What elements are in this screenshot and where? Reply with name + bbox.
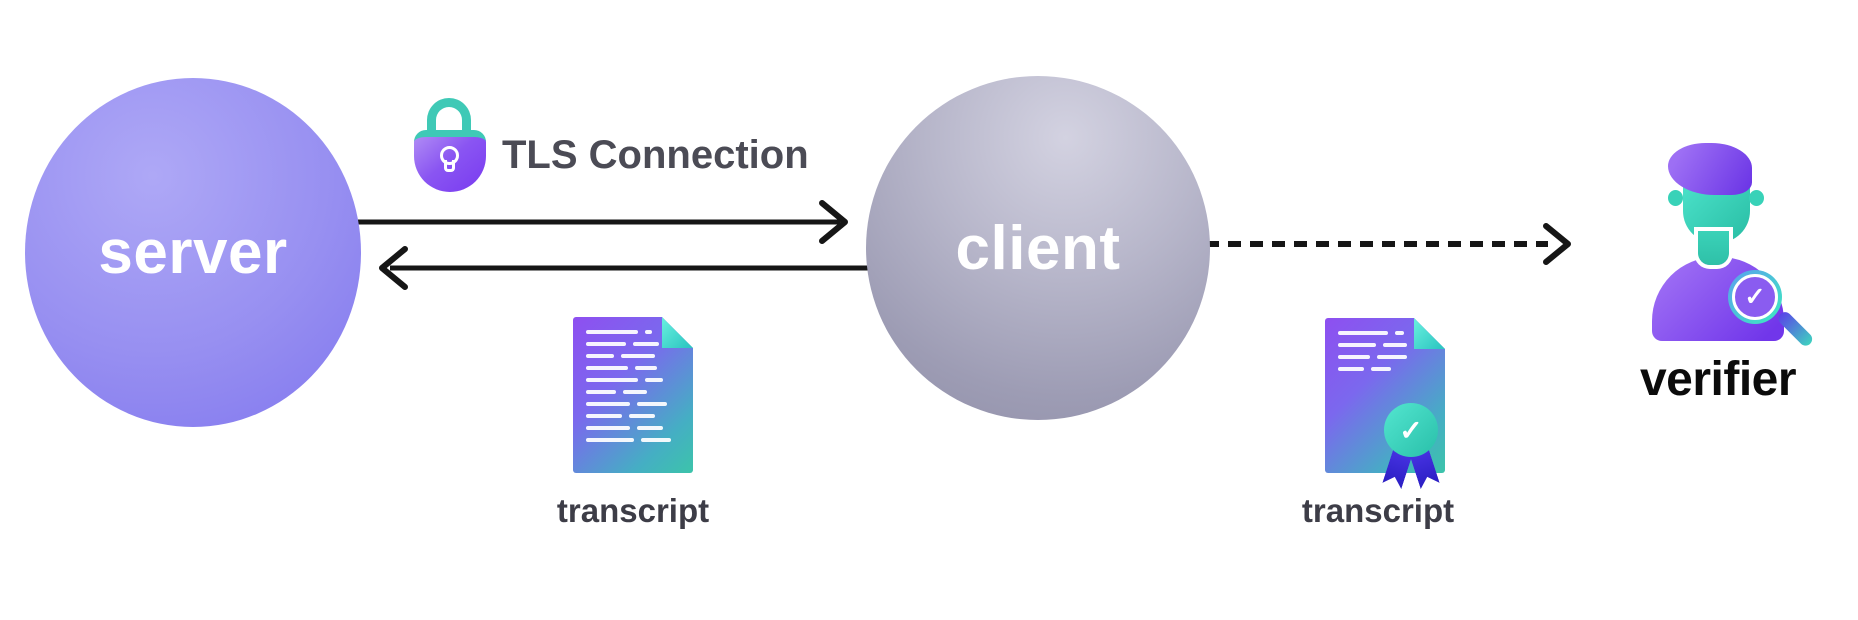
transcript-label-right: transcript (1301, 492, 1455, 529)
person-ear-right (1749, 190, 1764, 206)
client-node: client (866, 76, 1210, 420)
server-node-label: server (98, 218, 288, 287)
tls-connection-label: TLS Connection (502, 133, 809, 177)
tls-request-arrow (348, 200, 848, 244)
tls-response-arrow (379, 246, 878, 290)
person-neck (1698, 231, 1729, 265)
lock-shackle (427, 98, 471, 144)
seal-check-icon: ✓ (1384, 403, 1438, 457)
ribbon-seal-icon: ✓ (1384, 403, 1438, 457)
client-node-label: client (955, 213, 1121, 283)
keyhole-icon (440, 146, 459, 165)
magnifier-check-icon: ✓ (1732, 274, 1778, 320)
lock-icon (412, 96, 490, 194)
transcript-label-left: transcript (556, 492, 710, 529)
sealed-transcript-document-icon: ✓ (1325, 318, 1445, 473)
keyhole-stem (444, 160, 455, 172)
transcript-document-icon (573, 317, 693, 473)
server-node: server (25, 78, 361, 427)
person-hair (1668, 143, 1752, 195)
proof-arrow (1206, 223, 1571, 265)
verifier-label: verifier (1639, 353, 1797, 406)
document-fold-corner (1414, 318, 1445, 349)
document-fold-corner (662, 317, 693, 348)
person-ear-left (1668, 190, 1683, 206)
verifier-person-icon: ✓ (1650, 143, 1815, 358)
magnifying-glass-icon: ✓ (1728, 270, 1815, 349)
